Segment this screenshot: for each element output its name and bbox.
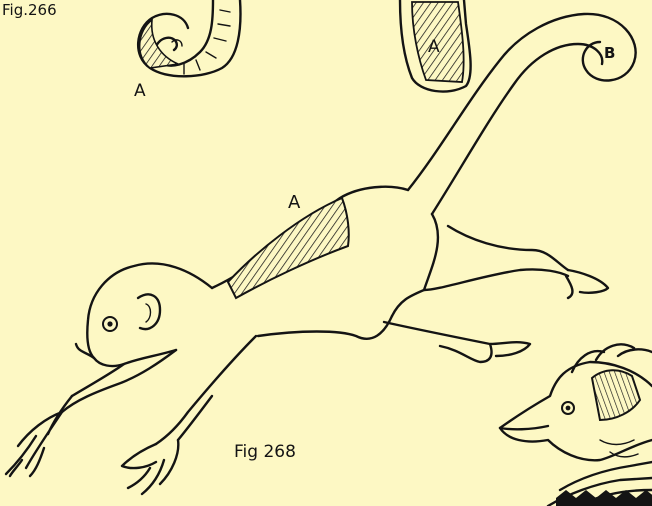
monkey-rear-leg xyxy=(424,214,568,290)
fig268-label-b: B xyxy=(604,44,615,62)
fig266-label-a: A xyxy=(134,81,146,101)
fig268-label-a: A xyxy=(288,192,301,213)
fig266-curled-tail xyxy=(138,0,240,76)
monkey-ear xyxy=(138,294,160,329)
monkey-front-arm xyxy=(62,350,176,412)
monkey-hatched-patch xyxy=(228,198,349,298)
seahorse-head xyxy=(500,344,652,506)
fig268-monkey xyxy=(6,14,636,494)
fig267-label-a: A xyxy=(428,37,440,57)
fig268-caption: Fig 268 xyxy=(234,442,296,462)
fig266-caption: Fig.266 xyxy=(2,1,57,19)
